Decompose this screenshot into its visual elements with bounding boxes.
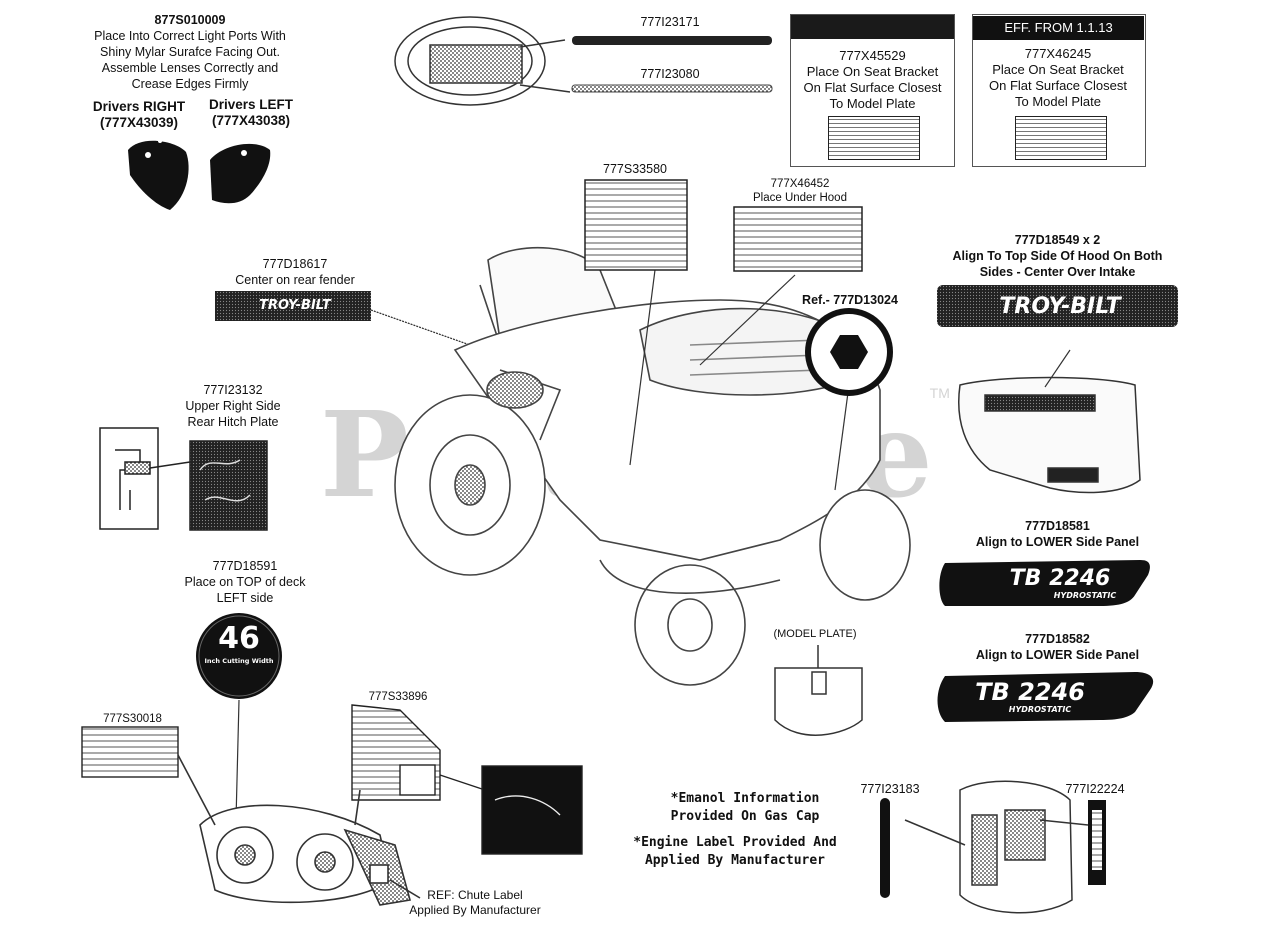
label-777X46452 <box>733 206 863 272</box>
deck-size-sub: Inch Cutting Width <box>204 657 274 665</box>
tb-decal-1-sub: HYDROSTATIC <box>1053 591 1117 600</box>
tb-decal-1-text: TB 2246 <box>1009 566 1111 591</box>
brand-bar-rear <box>215 291 371 321</box>
lens-right-shape <box>128 139 189 210</box>
part-777D13024: Ref.- 777D13024 <box>802 293 898 307</box>
brand-text-rear: TROY-BILT <box>259 298 331 313</box>
mower-deck <box>177 754 421 906</box>
label-777X45529-header <box>791 15 954 39</box>
part-lens-right: Drivers RIGHT(777X43039) <box>92 99 186 130</box>
hood-drawing <box>958 349 1141 494</box>
part-lens-left: Drivers LEFT(777X43038) <box>208 97 294 128</box>
part-777I22224: 777I22224 <box>1065 782 1125 796</box>
lens-left-shape <box>210 142 271 204</box>
deck-size-badge <box>196 613 282 699</box>
headlight-lens-oval <box>394 16 571 106</box>
part-777I23080: 777I23080 <box>640 67 700 81</box>
part-model-plate: (MODEL PLATE) <box>773 628 857 640</box>
label-777X46245-plate <box>1015 116 1107 160</box>
hitch-plate <box>99 427 268 531</box>
part-777S30018: 777S30018 <box>103 713 162 725</box>
tb-decal-2-sub: HYDROSTATIC <box>1008 705 1072 714</box>
brand-bar-hood <box>937 285 1178 327</box>
part-777I23183: 777I23183 <box>860 782 920 796</box>
part-777S33896: 777S33896 <box>368 691 428 703</box>
strip-777I23183 <box>880 798 890 898</box>
tb-decal-2-text: TB 2246 <box>975 678 1085 706</box>
model-plate <box>774 645 863 736</box>
tractor-drawing <box>394 246 911 686</box>
brand-text-hood: TROY-BILT <box>999 294 1121 319</box>
engine-drawing <box>904 780 1089 914</box>
badge-777D13024 <box>805 308 893 396</box>
deck-size-text: 46 <box>218 621 260 656</box>
label-777S33580 <box>584 179 688 271</box>
label-777S30018 <box>81 726 179 778</box>
part-777I23171: 777I23171 <box>640 15 700 29</box>
part-777S33580: 777S33580 <box>603 162 667 176</box>
tb-decal-2 <box>937 672 1154 722</box>
eff-from-banner: EFF. FROM 1.1.13 <box>973 16 1144 40</box>
tb-decal-1 <box>939 560 1150 606</box>
deck-safety-label <box>351 704 583 855</box>
part-877S010009: 877S010009 Place Into Correct Light Port… <box>94 13 286 91</box>
strip-777I22224 <box>1088 800 1106 885</box>
label-777X45529-plate <box>828 116 920 160</box>
light-strip-decals <box>571 36 773 93</box>
